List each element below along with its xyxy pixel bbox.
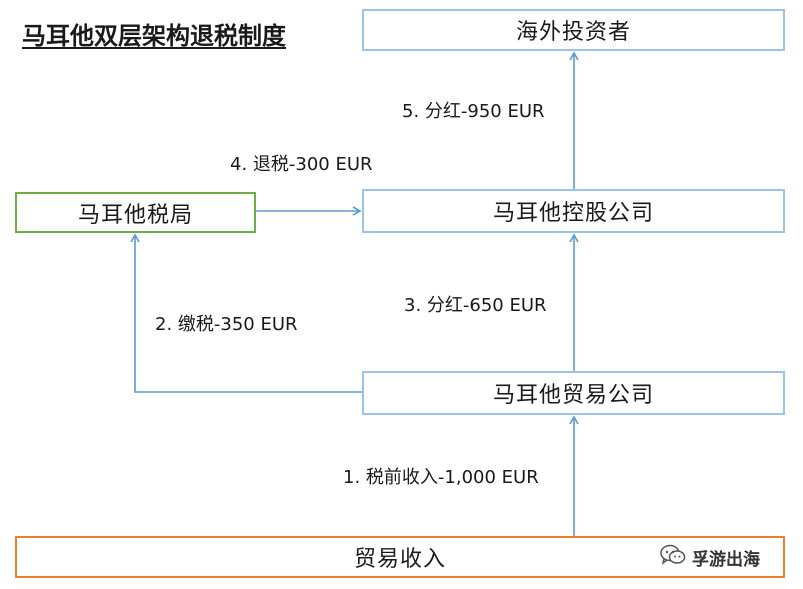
holding-company-box: 马耳他控股公司 [362,189,785,233]
trading-company-label: 马耳他贸易公司 [492,383,654,408]
watermark: 孚游出海 [660,544,760,570]
holding-company-label: 马耳他控股公司 [492,201,654,226]
trade-revenue-label: 贸易收入 [353,547,446,572]
flow-label-step2: 2. 缴税-350 EUR [155,314,298,335]
flow-label-step4: 4. 退税-300 EUR [230,154,373,175]
trading-company-box: 马耳他贸易公司 [362,371,785,415]
page-title: 马耳他双层架构退税制度 [22,22,286,50]
trade-revenue-box: 贸易收入 [15,536,785,578]
tax-office-label: 马耳他税局 [77,202,193,228]
flow-label-step5: 5. 分红-950 EUR [402,101,545,122]
watermark-text: 孚游出海 [692,549,760,570]
investor-box: 海外投资者 [362,9,785,51]
wechat-icon [660,544,686,570]
investor-label: 海外投资者 [515,20,631,45]
flow-label-step3: 3. 分红-650 EUR [404,295,547,316]
tax-office-box: 马耳他税局 [15,192,256,233]
flow-label-step1: 1. 税前收入-1,000 EUR [343,467,539,488]
